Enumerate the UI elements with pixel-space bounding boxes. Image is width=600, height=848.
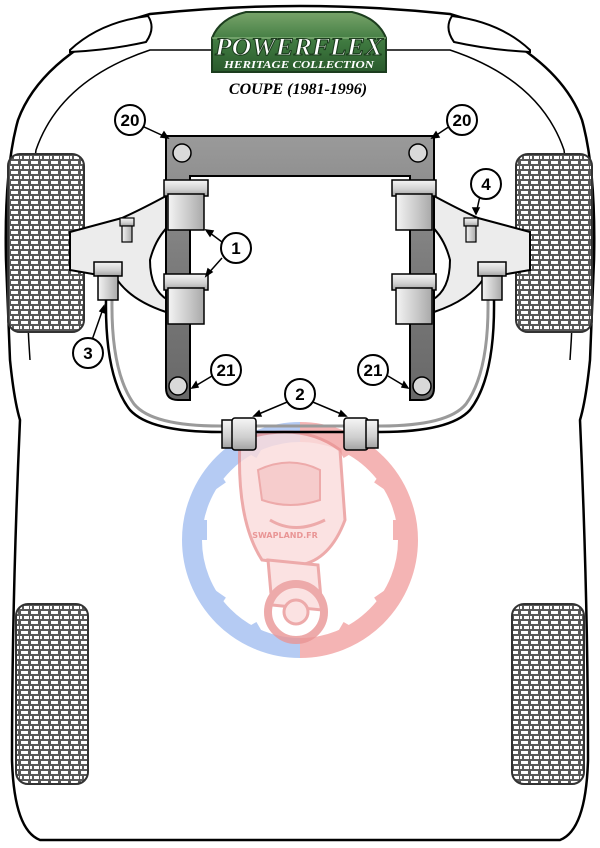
callout-21-left: 21 (210, 354, 242, 386)
callout-leaders (91, 125, 481, 417)
callout-21-left-label: 21 (217, 361, 236, 380)
logo-tagline: HERITAGE COLLECTION (223, 60, 375, 71)
wishbone-bush-rear-right (391, 273, 437, 325)
callout-21-right: 21 (357, 354, 389, 386)
callout-20-right-label: 20 (453, 111, 472, 130)
callout-1-label: 1 (231, 239, 240, 258)
callout-3-label: 3 (83, 344, 92, 363)
subframe-mount-front-left (172, 143, 192, 163)
callout-1: 1 (220, 232, 252, 264)
anti-roll-bar-bush-right (343, 417, 379, 451)
powerflex-logo: POWERFLEX HERITAGE COLLECTION (211, 11, 387, 73)
drop-link-bush-right (477, 261, 507, 301)
wishbone-bush-front-right (391, 179, 437, 231)
callout-20-left: 20 (114, 104, 146, 136)
headlight-right (447, 14, 531, 54)
logo-brand: POWERFLEX (214, 34, 385, 61)
anti-roll-bar-bush-left (221, 417, 257, 451)
wishbone-bush-front-left (163, 179, 209, 231)
callout-20-right: 20 (446, 104, 478, 136)
callout-2-label: 2 (295, 385, 304, 404)
watermark-text: SWAPLAND.FR (252, 531, 318, 540)
wishbone-bush-rear-left (163, 273, 209, 325)
subframe-mount-rear-left (168, 376, 188, 396)
rear-right-tyre (511, 603, 585, 785)
callout-4-label: 4 (481, 175, 491, 194)
callout-3: 3 (72, 337, 104, 369)
anti-roll-bar-inner (110, 299, 490, 428)
callout-2: 2 (284, 378, 316, 410)
watermark-character (238, 430, 347, 644)
callout-20-left-label: 20 (121, 111, 140, 130)
anti-roll-bar (104, 299, 496, 434)
rear-left-tyre (15, 603, 89, 785)
drop-link-bush-left (93, 261, 123, 301)
callout-21-right-label: 21 (364, 361, 383, 380)
subframe-mount-front-right (408, 143, 428, 163)
subframe-mount-rear-right (412, 376, 432, 396)
model-caption: COUPE (1981-1996) (229, 81, 367, 98)
outer-bush-upper-right (463, 217, 479, 243)
headlight-left (69, 14, 153, 54)
callout-4: 4 (470, 168, 502, 200)
subframe (165, 135, 435, 401)
outer-bush-upper-left (119, 217, 135, 243)
